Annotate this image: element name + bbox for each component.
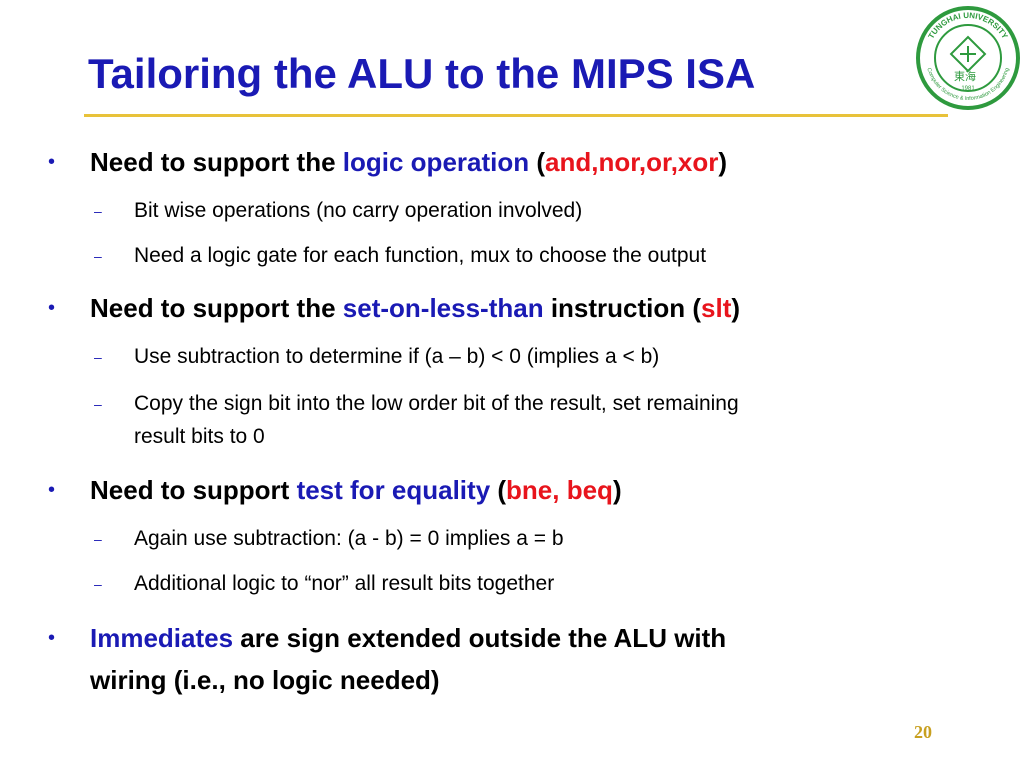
logo-year: 1981 — [961, 86, 975, 92]
bullet-dot-icon: • — [48, 151, 56, 173]
sub-bullet: – Bit wise operations (no carry operatio… — [94, 196, 954, 226]
sub-bullet: – Again use subtraction: (a - b) = 0 imp… — [94, 524, 954, 554]
bullet-immediates: • Immediates are sign extended outside t… — [48, 620, 950, 656]
bullet-test-for-equality: • Need to support test for equality (bne… — [48, 472, 950, 508]
dash-icon: – — [94, 576, 102, 592]
sub-bullet: – Additional logic to “nor” all result b… — [94, 569, 954, 599]
page-number: 20 — [914, 722, 932, 742]
dash-icon: – — [94, 531, 102, 547]
sub-bullet: – Use subtraction to determine if (a – b… — [94, 342, 954, 372]
sub-bullet: – Copy the sign bit into the low order b… — [94, 389, 954, 419]
title-underline — [84, 114, 948, 117]
logo-center-text: 東海 — [954, 69, 976, 83]
bullet-dot-icon: • — [48, 479, 56, 501]
bullet-set-on-less-than: • Need to support the set-on-less-than i… — [48, 290, 950, 326]
university-logo: TUNGHAI UNIVERSITY Computer Science & In… — [916, 6, 1020, 110]
sub-bullet: – Need a logic gate for each function, m… — [94, 241, 954, 271]
dash-icon: – — [94, 349, 102, 365]
slide-title: Tailoring the ALU to the MIPS ISA — [88, 50, 756, 97]
dash-icon: – — [94, 203, 102, 219]
dash-icon: – — [94, 248, 102, 264]
sub-bullet-continuation: result bits to 0 — [134, 425, 265, 448]
bullet-logic-operation: • Need to support the logic operation (a… — [48, 144, 950, 180]
bullet-dot-icon: • — [48, 297, 56, 319]
logo-emblem-icon — [949, 35, 987, 73]
dash-icon: – — [94, 396, 102, 412]
bullet-dot-icon: • — [48, 627, 56, 649]
bullet-immediates-continuation: wiring (i.e., no logic needed) — [90, 665, 440, 695]
